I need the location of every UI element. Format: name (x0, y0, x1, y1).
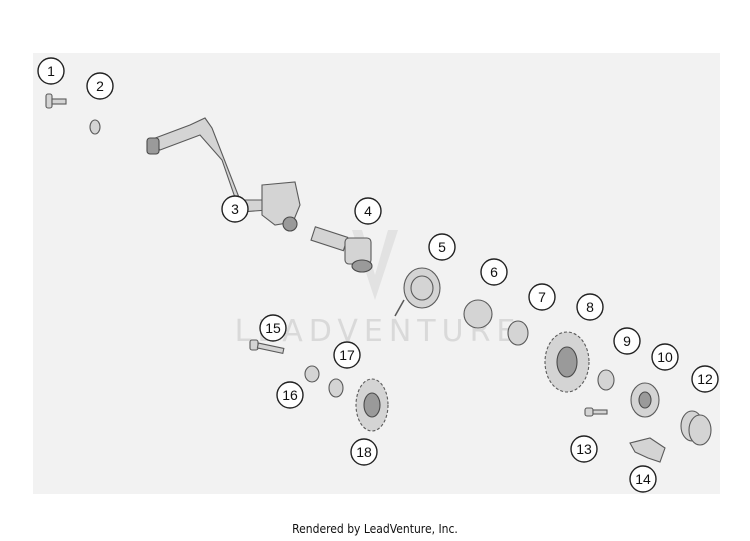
callout-8[interactable]: 8 (576, 293, 604, 321)
svg-text:7: 7 (538, 289, 546, 305)
svg-text:4: 4 (364, 203, 372, 219)
part-9-washer (597, 369, 615, 391)
svg-text:16: 16 (282, 387, 298, 403)
callout-10[interactable]: 10 (651, 343, 679, 371)
part-17-washer (328, 378, 344, 398)
callout-4[interactable]: 4 (354, 197, 382, 225)
svg-text:6: 6 (490, 264, 498, 280)
svg-text:2: 2 (96, 78, 104, 94)
callout-12[interactable]: 12 (691, 365, 719, 393)
svg-text:15: 15 (265, 320, 281, 336)
svg-text:18: 18 (356, 444, 372, 460)
part-4-kickstart-shaft (310, 226, 373, 273)
part-12-spring (680, 410, 712, 446)
callout-1[interactable]: 1 (37, 57, 65, 85)
callout-13[interactable]: 13 (570, 435, 598, 463)
part-7-thrust-washer (507, 320, 529, 346)
part-13-screw (584, 407, 608, 417)
callout-9[interactable]: 9 (613, 327, 641, 355)
callout-7[interactable]: 7 (528, 283, 556, 311)
callout-3[interactable]: 3 (221, 195, 249, 223)
part-10-ratchet (630, 382, 660, 418)
svg-text:14: 14 (635, 471, 651, 487)
callout-2[interactable]: 2 (86, 72, 114, 100)
callout-17[interactable]: 17 (333, 341, 361, 369)
svg-text:3: 3 (231, 201, 239, 217)
callout-6[interactable]: 6 (480, 258, 508, 286)
svg-text:9: 9 (623, 333, 631, 349)
part-6-bushing (463, 299, 493, 329)
callout-5[interactable]: 5 (428, 233, 456, 261)
part-16-washer (304, 365, 320, 383)
part-1-bolt (45, 93, 67, 109)
svg-text:10: 10 (657, 349, 673, 365)
callout-15[interactable]: 15 (259, 314, 287, 342)
callout-16[interactable]: 16 (276, 381, 304, 409)
part-3-kick-lever (146, 117, 301, 232)
part-2-washer (89, 119, 101, 135)
callout-18[interactable]: 18 (350, 438, 378, 466)
svg-text:13: 13 (576, 441, 592, 457)
svg-text:5: 5 (438, 239, 446, 255)
part-15-bolt (249, 339, 285, 354)
part-5-kick-spring (394, 267, 441, 317)
part-18-idler-gear (355, 378, 389, 432)
part-8-kick-gear (544, 331, 590, 393)
footer-credit: Rendered by LeadVenture, Inc. (292, 522, 458, 536)
svg-text:17: 17 (339, 347, 355, 363)
svg-text:8: 8 (586, 299, 594, 315)
callout-14[interactable]: 14 (629, 465, 657, 493)
svg-text:1: 1 (47, 63, 55, 79)
part-14-guide-plate (629, 437, 666, 463)
svg-text:12: 12 (697, 371, 713, 387)
